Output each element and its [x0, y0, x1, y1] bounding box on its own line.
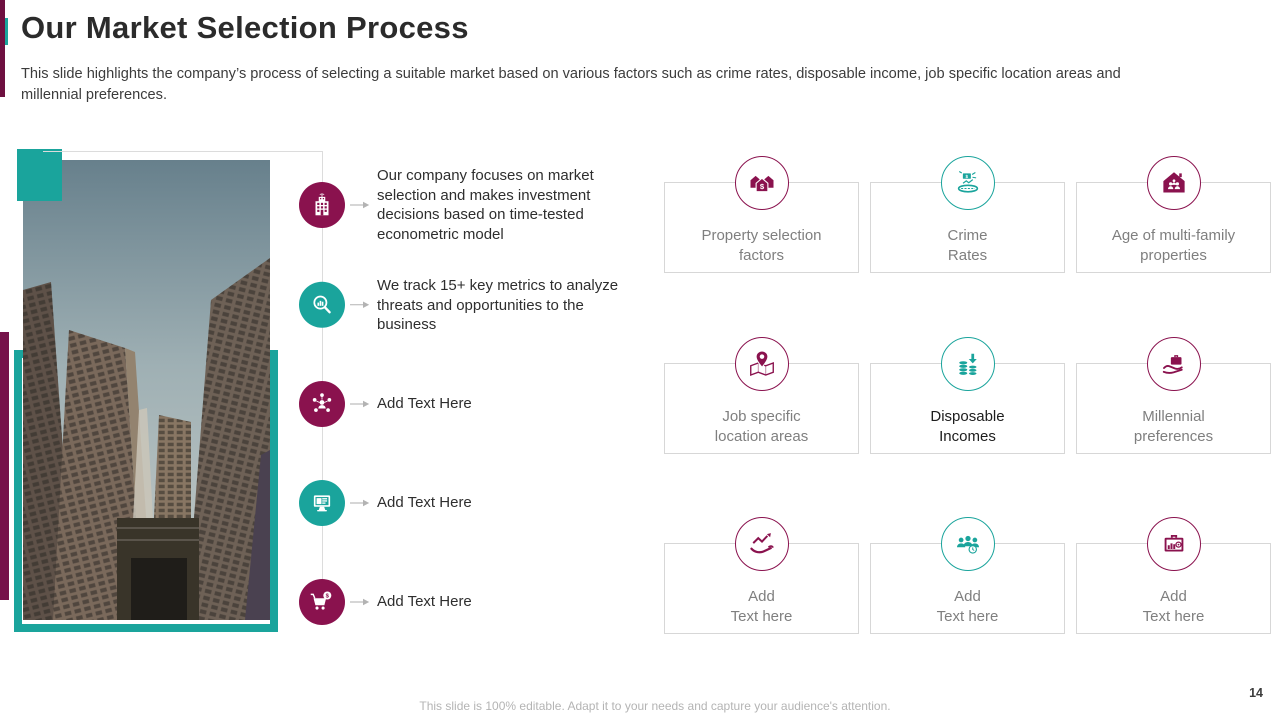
connector-top-line	[43, 151, 323, 152]
timeline-item-text-placeholder[interactable]: Add Text Here	[377, 593, 472, 611]
buildings-photo-image	[23, 160, 270, 620]
monitor-icon	[299, 480, 345, 526]
hand-briefcase-icon	[1146, 337, 1201, 391]
timeline-item: Add Text Here	[299, 579, 629, 625]
people-network-icon	[299, 381, 345, 427]
family-home-icon	[1146, 156, 1201, 210]
map-pin-icon	[734, 337, 789, 391]
timeline-item-text-placeholder[interactable]: Add Text Here	[377, 395, 472, 413]
timeline-item-text: We track 15+ key metrics to analyze thre…	[377, 276, 619, 333]
timeline-item-text: Our company focuses on market selection …	[377, 167, 594, 243]
arrow-right-icon	[350, 400, 370, 408]
timeline-item: We track 15+ key metrics to analyze thre…	[299, 276, 629, 335]
houses-dollar-icon	[734, 156, 789, 210]
timeline-spine	[322, 151, 323, 602]
arrow-right-icon	[350, 301, 370, 309]
coins-arrow-icon	[940, 337, 995, 391]
arrow-right-icon	[350, 598, 370, 606]
arrow-right-icon	[350, 499, 370, 507]
crime-money-icon	[940, 156, 995, 210]
page-number: 14	[1249, 686, 1263, 700]
cart-dollar-icon	[299, 579, 345, 625]
photo-corner-accent	[17, 149, 62, 201]
page-title: Our Market Selection Process	[21, 10, 469, 45]
left-edge-bar-maroon	[0, 332, 9, 600]
timeline-item-text-placeholder[interactable]: Add Text Here	[377, 494, 472, 512]
timeline-item: Our company focuses on market selection …	[299, 166, 629, 244]
slide-subtitle: This slide highlights the company’s proc…	[21, 66, 1121, 103]
timeline-item: Add Text Here	[299, 480, 629, 526]
hand-growth-icon	[734, 517, 789, 571]
office-building-icon	[299, 182, 345, 228]
footer-note: This slide is 100% editable. Adapt it to…	[419, 699, 891, 713]
people-clock-icon	[940, 517, 995, 571]
briefcase-chart-icon	[1146, 517, 1201, 571]
left-accent-bar-teal	[5, 18, 8, 45]
left-accent-bar-maroon	[0, 0, 5, 97]
magnifier-analytics-icon	[299, 282, 345, 328]
buildings-photo	[23, 160, 270, 620]
timeline-item: Add Text Here	[299, 381, 629, 427]
arrow-right-icon	[350, 201, 370, 209]
